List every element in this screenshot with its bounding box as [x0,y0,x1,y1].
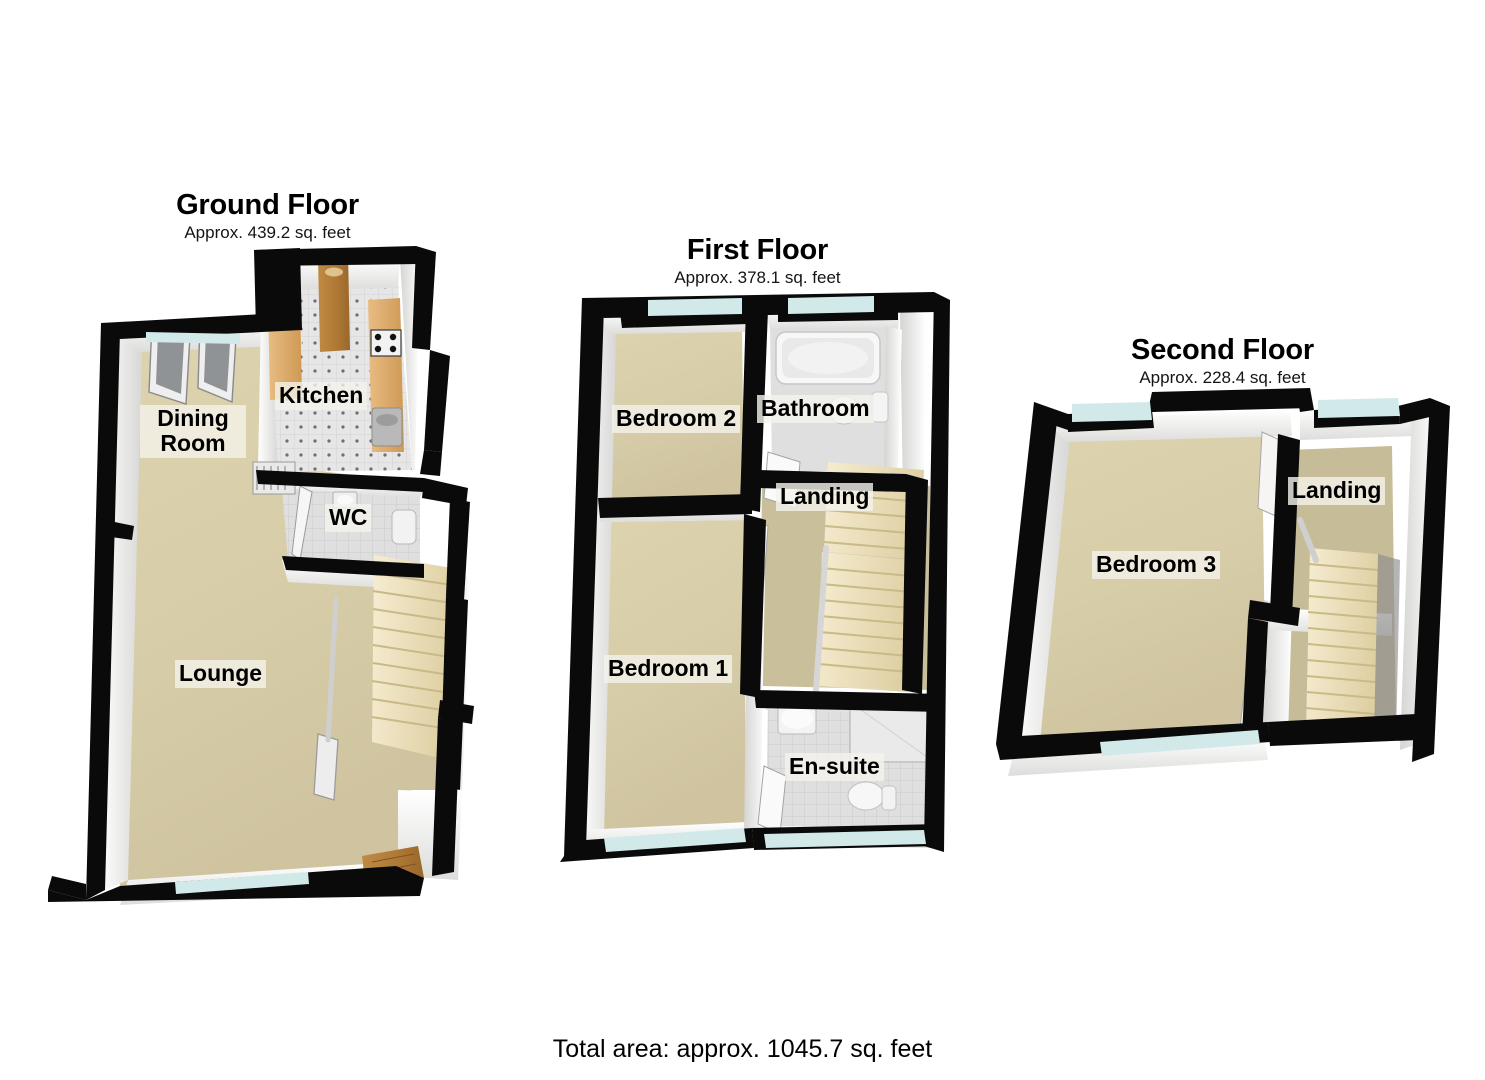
ground-floor-area: Approx. 439.2 sq. feet [184,223,351,243]
second-floor-title: Second Floor [1131,334,1314,366]
bedroom3-floor [1030,432,1266,746]
room-label-bedroom-1: Bedroom 1 [604,655,733,683]
lounge-window [313,733,339,801]
room-label-lounge: Lounge [175,660,267,688]
room-label-bathroom: Bathroom [757,395,874,423]
room-label-wc: WC [325,504,372,532]
ground-floor-heading: Ground Floor Approx. 439.2 sq. feet [10,190,525,243]
kitchen-sink-icon [371,407,403,447]
room-label-bedroom-3: Bedroom 3 [1092,551,1221,579]
room-label-kitchen: Kitchen [275,382,368,410]
room-label-dining-room: Dining Room [140,405,246,458]
second-fixtures [1239,431,1400,740]
second-floor-area: Approx. 228.4 sq. feet [1139,368,1306,388]
first-floor-title: First Floor [686,234,829,266]
room-label-landing: Landing [776,483,874,511]
bathtub-icon [775,331,881,385]
banister-first [813,545,829,693]
ground-windows [146,332,309,894]
banister [325,597,339,743]
staircase-down-first [813,545,912,693]
ground-floor-title: Ground Floor [176,189,359,221]
staircase-up-ground [325,555,453,760]
first-floor-heading: First Floor Approx. 378.1 sq. feet [500,235,1015,288]
first-floor-area: Approx. 378.1 sq. feet [674,268,841,288]
first-fixtures [739,331,935,835]
staircase-down-second [1297,517,1400,740]
second-floor-heading: Second Floor Approx. 228.4 sq. feet [965,335,1480,388]
room-label-bedroom-2: Bedroom 2 [612,405,741,433]
banister-second [1297,517,1319,563]
hob-icon [370,329,402,357]
room-label-en-suite: En-suite [785,753,884,781]
ground-fixtures [148,252,453,890]
ensuite-fixtures [777,701,935,811]
room-label-landing-second: Landing [1288,477,1386,505]
first-windows [604,296,926,852]
back-door [318,252,350,352]
second-windows [1072,398,1400,756]
total-area-text: Total area: approx. 1045.7 sq. feet [552,1035,933,1063]
